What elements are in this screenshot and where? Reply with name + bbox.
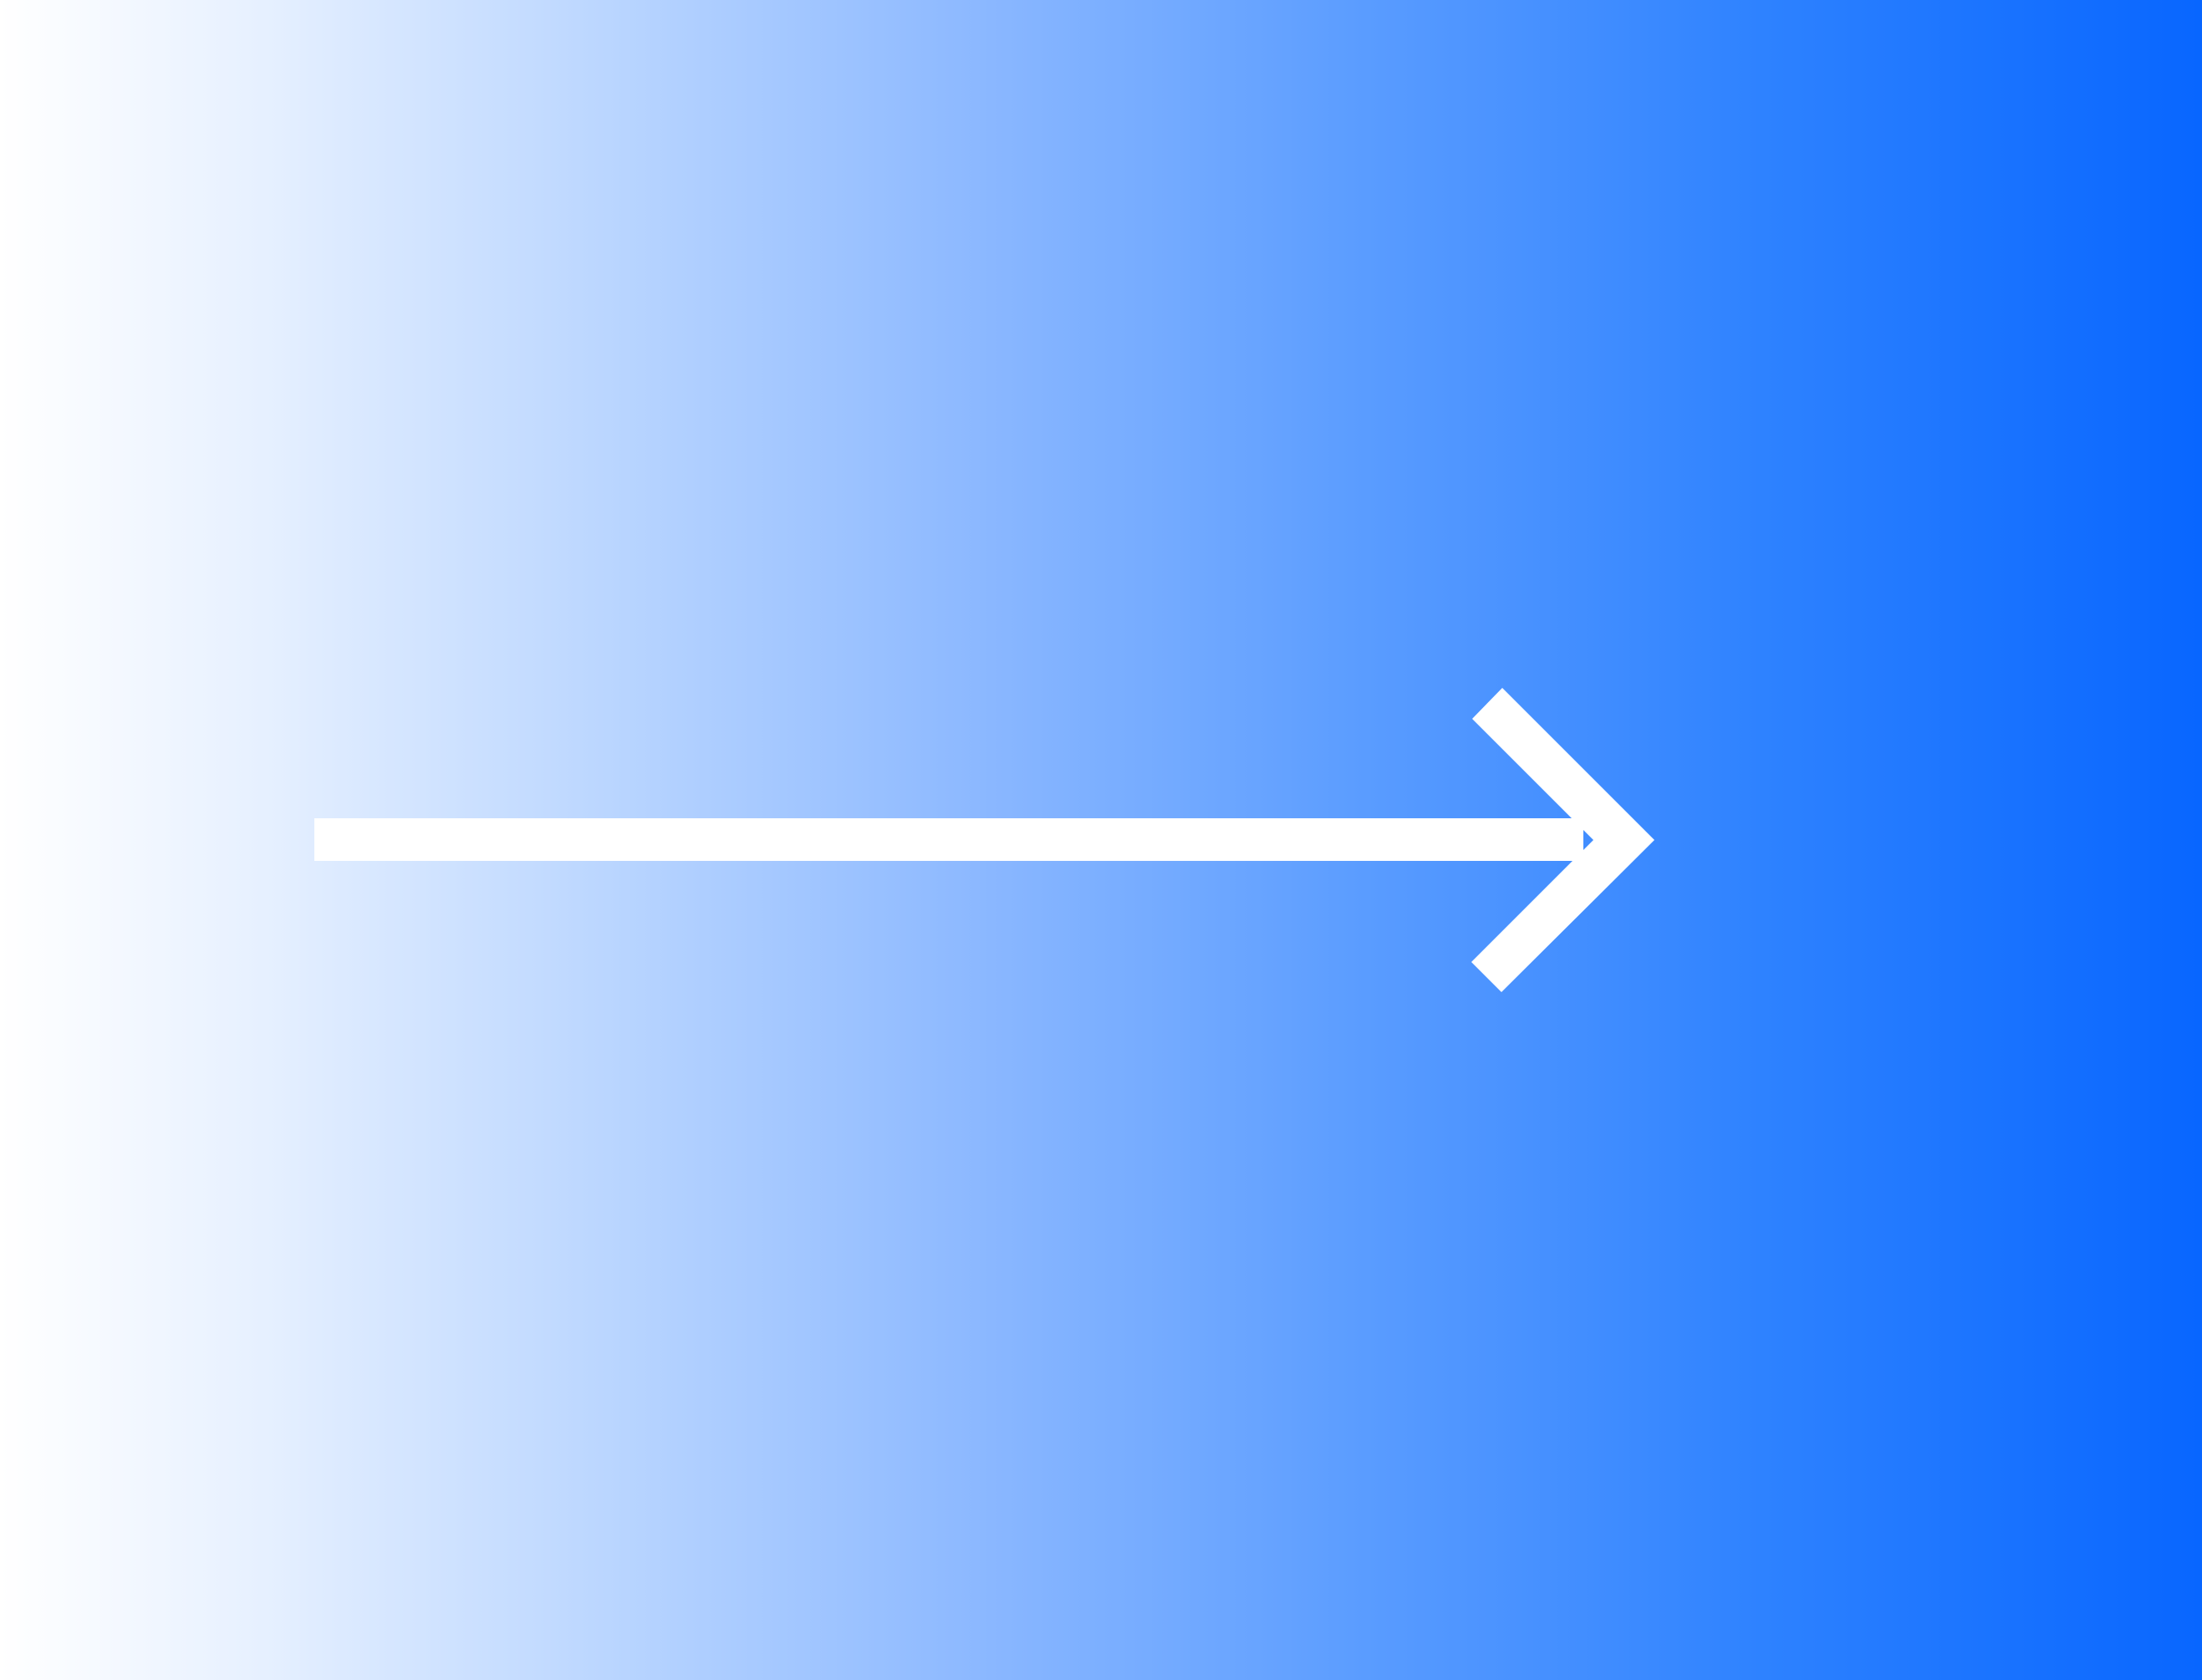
arrow-shaft <box>314 818 1583 861</box>
arrow-head <box>1471 688 1654 992</box>
arrow-right-glyph <box>314 688 1654 992</box>
